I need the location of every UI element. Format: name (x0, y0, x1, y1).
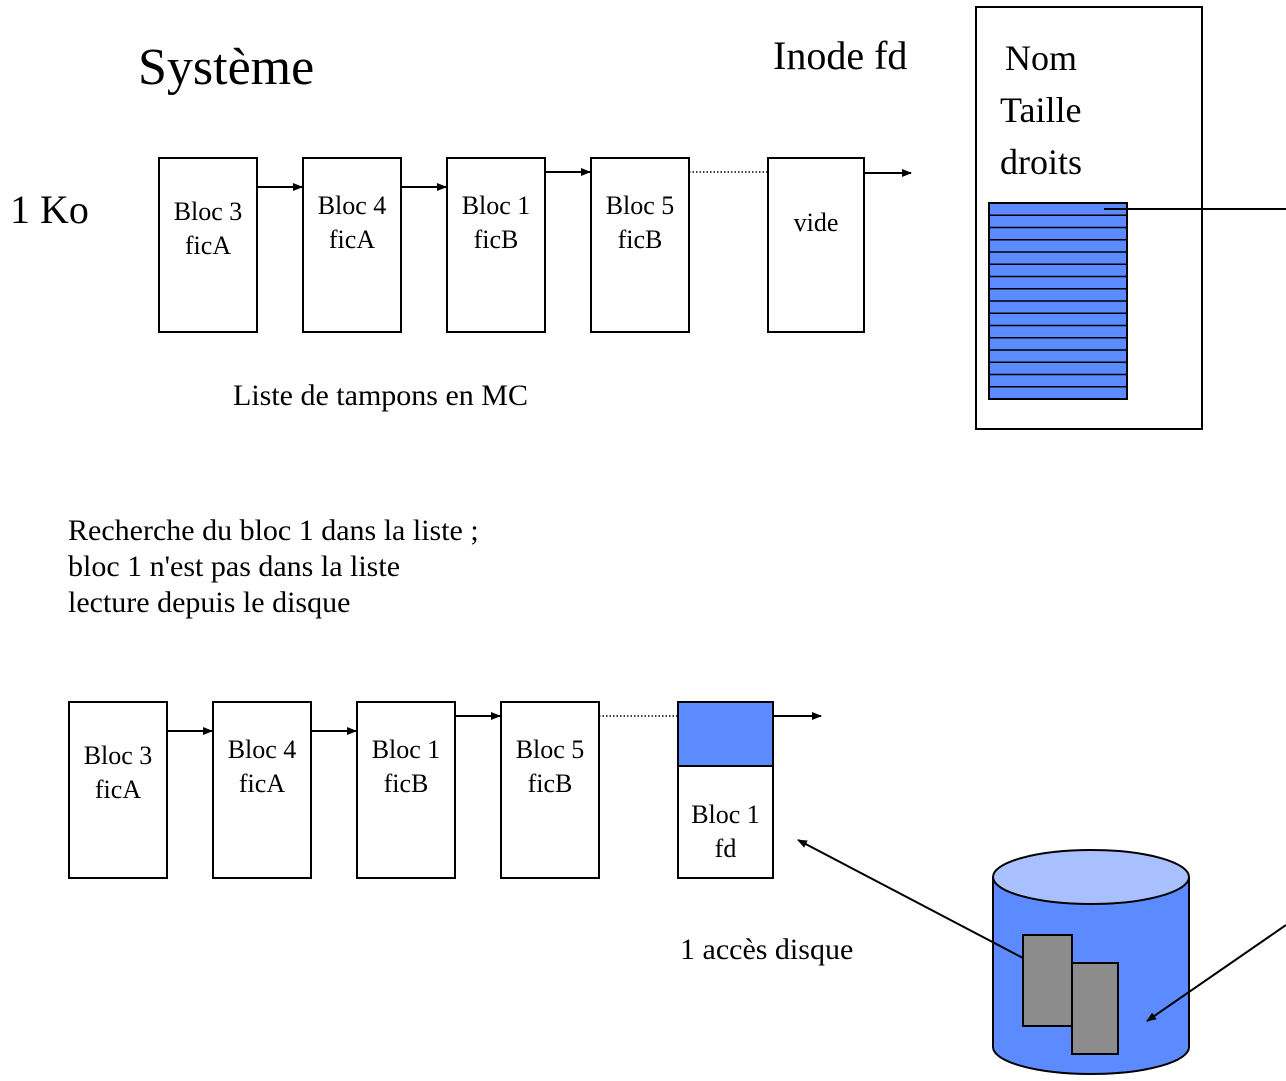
step-line: Recherche du bloc 1 dans la liste ; (68, 514, 479, 547)
block-label-1: Bloc 5 (605, 191, 675, 220)
inode-field-name: Nom (1005, 38, 1077, 78)
block-size-label: 1 Ko (10, 187, 89, 232)
block-label-1: Bloc 5 (515, 735, 585, 764)
block-label-2: ficB (617, 224, 663, 254)
disk-icon (992, 849, 1190, 1075)
bottom-buffer-block-new: Bloc 1 fd (677, 701, 774, 879)
bottom-buffer-block: Bloc 5 ficB (500, 701, 600, 879)
inode-label: Inode fd (773, 33, 908, 78)
top-buffer-block: Bloc 1 ficB (446, 157, 546, 333)
inode-field-size: Taille (1000, 90, 1082, 130)
block-label-1: Bloc 3 (83, 741, 153, 770)
top-buffer-block-empty: vide (767, 157, 865, 333)
block-label-1: Bloc 3 (173, 197, 243, 226)
inode-fields: Nom Taille droits (1000, 38, 1182, 190)
block-label-2: ficA (184, 230, 232, 260)
inode-block-table (988, 202, 1128, 400)
block-label-1: Bloc 1 (691, 800, 760, 829)
bottom-buffer-block: Bloc 4 ficA (212, 701, 312, 879)
block-label-1: Bloc 4 (317, 191, 387, 220)
disk-block-b (1071, 962, 1119, 1055)
block-label-1: Bloc 1 (371, 735, 441, 764)
block-label-2: ficB (473, 224, 519, 254)
buffer-list-caption: Liste de tampons en MC (233, 379, 528, 412)
top-buffer-block: Bloc 4 ficA (302, 157, 402, 333)
bottom-buffer-block: Bloc 3 ficA (68, 701, 168, 879)
buffer-header-fill (679, 703, 772, 767)
inode-field-rights: droits (1000, 142, 1083, 182)
top-buffer-block: Bloc 5 ficB (590, 157, 690, 333)
step-line: bloc 1 n'est pas dans la liste (68, 550, 401, 583)
top-buffer-block: Bloc 3 ficA (158, 157, 258, 333)
block-label-2: ficB (527, 768, 573, 798)
disk-to-buffer-arrow (797, 839, 1024, 959)
page-title: Système (138, 39, 315, 96)
bottom-buffer-block: Bloc 1 ficB (356, 701, 456, 879)
step-line: lecture depuis le disque (68, 586, 351, 619)
block-label-2: ficA (94, 774, 142, 804)
block-label-2: fd (714, 833, 737, 863)
block-label-1: Bloc 1 (461, 191, 531, 220)
block-label-2: ficA (238, 768, 286, 798)
disk-block-a (1022, 934, 1073, 1027)
block-label-1: Bloc 4 (227, 735, 297, 764)
disk-access-label: 1 accès disque (680, 933, 854, 966)
block-label-2: ficB (383, 768, 429, 798)
inode-to-disk-arrow (1146, 924, 1286, 1022)
block-label-1: vide (793, 208, 839, 237)
block-label-2: ficA (328, 224, 376, 254)
